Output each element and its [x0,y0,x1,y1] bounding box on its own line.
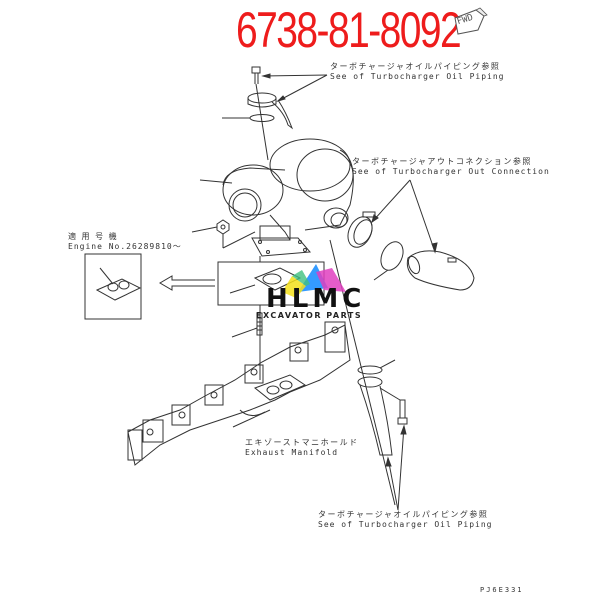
forward-direction-icon [454,7,488,35]
callout-jp: エキゾーストマニホールド [245,438,359,447]
hlmc-logo-icon [282,264,346,298]
outlet-elbow [406,250,475,291]
oil-drain-pipe [357,376,393,456]
bolt-top [251,66,261,84]
callout-jp: ターボチャージャオイルパイピング参照 [330,62,501,71]
callout-jp: ターボチャージャオイルパイピング参照 [318,510,489,519]
watermark-tagline: EXCAVATOR PARTS [256,311,363,320]
engine-number-inset [84,253,142,320]
callout-en: See of Turbocharger Oil Piping [318,520,493,529]
callout-jp: ターボチャージャアウトコネクション参照 [352,157,532,166]
turbocharger [222,138,354,257]
exhaust-manifold [127,321,351,466]
callout-exhaust-manifold: エキゾーストマニホールド Exhaust Manifold [245,438,359,458]
callout-en: Engine No.26289810～ [68,242,182,251]
o-ring [380,241,404,271]
callout-jp: 適 用 号 機 [68,232,119,241]
oil-drain-gasket [357,365,383,375]
callout-en: See of Turbocharger Oil Piping [330,72,505,81]
callout-en: Exhaust Manifold [245,448,339,457]
clamp [347,211,376,248]
callout-en: See of Turbocharger Out Connection [352,167,550,176]
callout-engine-applicability: 適 用 号 機 Engine No.26289810～ [68,232,182,252]
callout-oil-piping-top: ターボチャージャオイルパイピング参照 See of Turbocharger O… [330,62,505,82]
callout-oil-piping-bottom: ターボチャージャオイルパイピング参照 See of Turbocharger O… [318,510,493,530]
nut [216,219,230,235]
bolt-bottom [397,399,408,425]
part-number-title: 6738-81-8092 [236,2,462,58]
callout-out-connection: ターボチャージャアウトコネクション参照 See of Turbocharger … [352,157,550,177]
drawing-code: PJ6E331 [480,586,524,594]
watermark-brand: HLMC [266,284,366,314]
oil-pipe-flange-top [247,92,294,130]
